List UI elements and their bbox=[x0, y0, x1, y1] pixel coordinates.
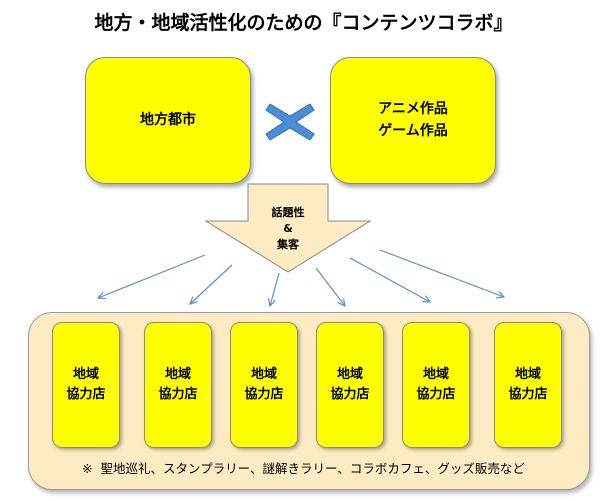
content-works-box: アニメ作品 ゲーム作品 bbox=[330, 57, 496, 184]
partner-store-6: 地域 協力店 bbox=[494, 322, 562, 448]
activities-note: ※ 聖地巡礼、スタンプラリー、謎解きラリー、コラボカフェ、グッズ販売など bbox=[0, 458, 607, 477]
buzz-label: 話題性 bbox=[271, 206, 305, 219]
cross-icon bbox=[265, 103, 315, 141]
regional-city-box: 地方都市 bbox=[85, 57, 251, 184]
note-mark: ※ bbox=[82, 461, 93, 476]
regional-city-label: 地方都市 bbox=[140, 111, 196, 128]
game-works-label: ゲーム作品 bbox=[378, 122, 448, 139]
partner-store-4: 地域 協力店 bbox=[316, 322, 384, 448]
anime-works-label: アニメ作品 bbox=[378, 100, 448, 117]
note-text: 聖地巡礼、スタンプラリー、謎解きラリー、コラボカフェ、グッズ販売など bbox=[100, 461, 525, 476]
partner-store-1: 地域 協力店 bbox=[52, 322, 120, 448]
arrow-text: 話題性 & 集客 bbox=[205, 205, 371, 253]
customer-attraction-label: 集客 bbox=[277, 237, 299, 251]
partner-store-2: 地域 協力店 bbox=[144, 322, 212, 448]
partner-store-3: 地域 協力店 bbox=[230, 322, 298, 448]
connector-line-4 bbox=[315, 267, 345, 306]
page-title: 地方・地域活性化のための『コンテンツコラボ』 bbox=[94, 12, 513, 34]
ampersand-label: & bbox=[283, 221, 293, 235]
connector-line-1 bbox=[98, 254, 206, 298]
connector-line-3 bbox=[270, 272, 280, 306]
partner-store-5: 地域 協力店 bbox=[402, 322, 470, 448]
down-arrow-shape bbox=[205, 183, 371, 273]
connector-line-6 bbox=[379, 249, 504, 297]
